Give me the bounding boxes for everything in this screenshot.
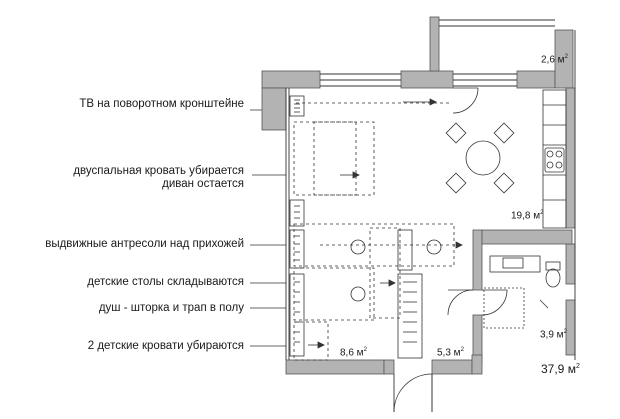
wardrobes (289, 95, 423, 359)
total-area: 37,9 м2 (541, 362, 580, 376)
dining-table (445, 122, 515, 194)
area-kitchen-living: 19,8 м2 (511, 210, 544, 222)
movement-arrows (296, 98, 549, 349)
leader-lines (250, 109, 286, 347)
annotation-sofa: диван остается (162, 178, 244, 190)
annotation-kids-beds: 2 детские кровати убираются (87, 340, 244, 352)
stools (350, 239, 442, 302)
annotation-shower: душ - шторка и трап в полу (98, 302, 244, 314)
annotation-double-bed: двуспальная кровать убирается (73, 165, 244, 177)
area-hall: 5,3 м2 (437, 347, 464, 359)
doors (393, 87, 508, 413)
bathroom-fixtures (483, 255, 561, 329)
annotation-tv: ТВ на поворотном кронштейне (79, 98, 244, 110)
outline-walls (285, 19, 576, 412)
area-kids-room: 8,6 м2 (340, 347, 367, 359)
area-bathroom: 3,9 м2 (540, 329, 567, 341)
area-balcony: 2,6 м2 (541, 54, 568, 66)
annotation-mezzanine: выдвижные антресоли над прихожей (45, 238, 244, 250)
walls (261, 16, 576, 375)
annotation-kids-desks: детские столы складываются (87, 276, 244, 288)
kitchen-counter (542, 89, 567, 229)
